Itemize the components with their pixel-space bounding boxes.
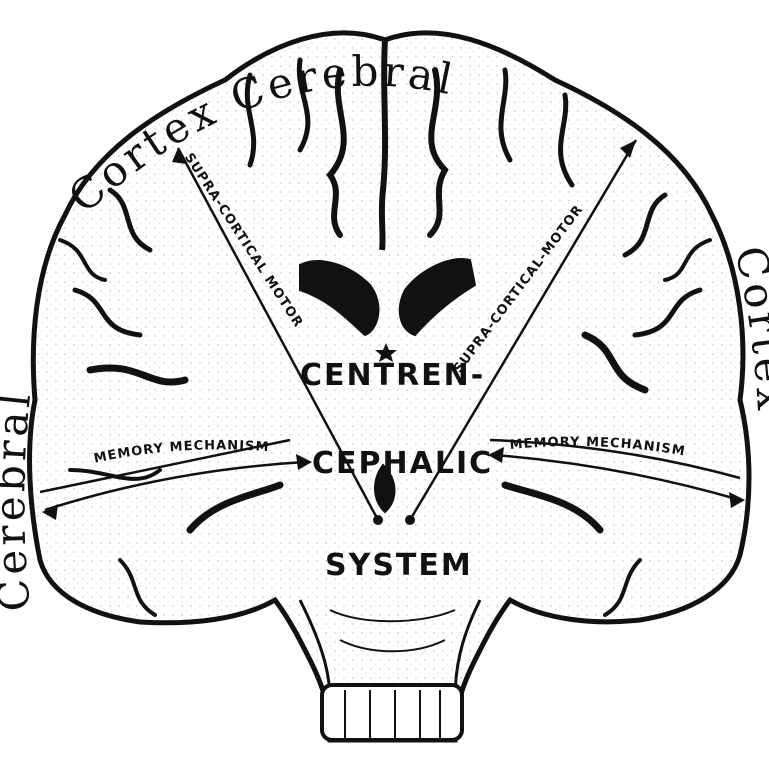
center-label-line1: CENTREN- (300, 358, 485, 393)
center-label-line2: CEPHALIC (312, 446, 493, 481)
center-label-line3: SYSTEM (325, 548, 473, 583)
